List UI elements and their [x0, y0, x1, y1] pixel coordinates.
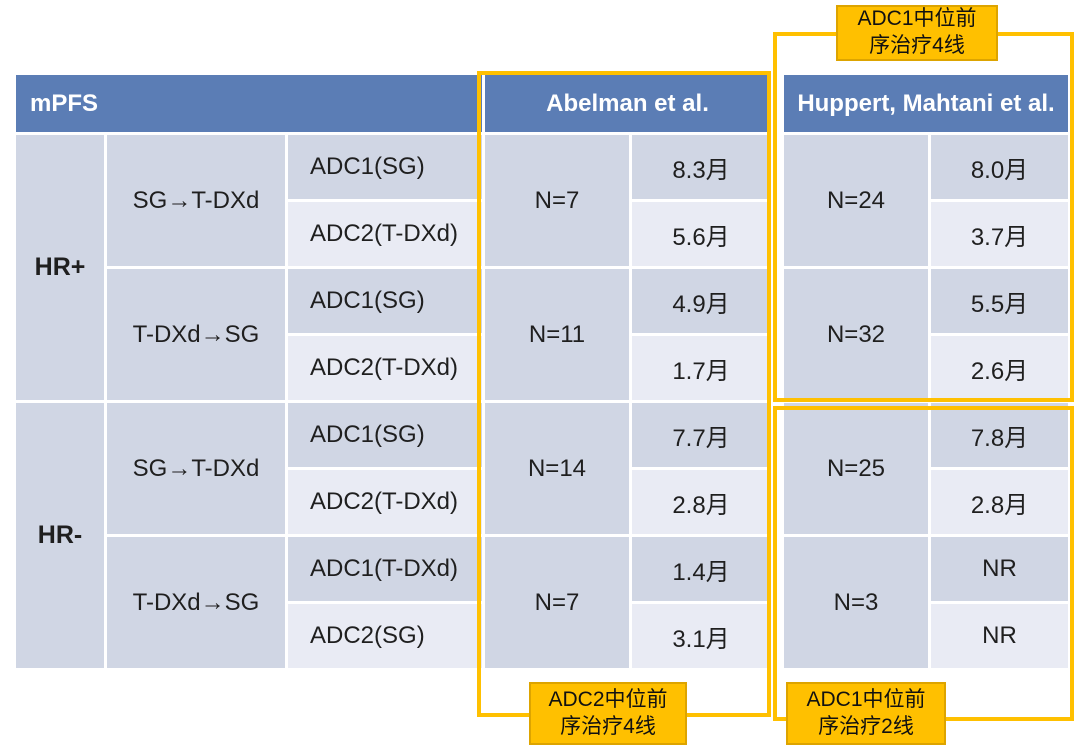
huppert-mpfs-cell: 3.7月: [931, 202, 1068, 266]
abelman-mpfs-cell: 4.9月: [632, 269, 770, 333]
annotation-bottom-right: ADC1中位前 序治疗2线: [786, 682, 946, 745]
row-header-hr-positive: HR+: [16, 135, 104, 400]
column-header-abelman: Abelman et al.: [485, 75, 770, 132]
adc-cell: ADC1(T-DXd): [288, 537, 482, 601]
adc-cell: ADC1(SG): [288, 269, 482, 333]
adc-cell: ADC1(SG): [288, 403, 482, 467]
adc-cell: ADC2(T-DXd): [288, 336, 482, 400]
abelman-mpfs-cell: 7.7月: [632, 403, 770, 467]
abelman-n-cell: N=7: [485, 537, 629, 668]
annotation-bottom-left-line2: 序治疗4线: [560, 714, 656, 738]
annotation-bottom-right-line2: 序治疗2线: [818, 714, 914, 738]
annotation-top-line1: ADC1中位前: [857, 7, 977, 31]
table-corner-header: mPFS: [16, 75, 482, 132]
abelman-mpfs-cell: 1.7月: [632, 336, 770, 400]
huppert-mpfs-cell: 8.0月: [931, 135, 1068, 199]
sequence-cell: SG→T-DXd: [107, 135, 285, 266]
huppert-n-cell: N=25: [784, 403, 928, 534]
mpfs-table: mPFS Abelman et al. Huppert, Mahtani et …: [16, 75, 1068, 668]
huppert-mpfs-cell: NR: [931, 604, 1068, 668]
huppert-mpfs-cell: 2.6月: [931, 336, 1068, 400]
abelman-n-cell: N=7: [485, 135, 629, 266]
abelman-mpfs-cell: 1.4月: [632, 537, 770, 601]
row-header-hr-negative: HR-: [16, 403, 104, 668]
huppert-mpfs-cell: NR: [931, 537, 1068, 601]
abelman-mpfs-cell: 8.3月: [632, 135, 770, 199]
huppert-mpfs-cell: 5.5月: [931, 269, 1068, 333]
annotation-top-line2: 序治疗4线: [869, 34, 965, 57]
huppert-mpfs-cell: 7.8月: [931, 403, 1068, 467]
sequence-cell: T-DXd→SG: [107, 537, 285, 668]
sequence-cell: SG→T-DXd: [107, 403, 285, 534]
adc-cell: ADC2(T-DXd): [288, 202, 482, 266]
column-header-huppert: Huppert, Mahtani et al.: [784, 75, 1068, 132]
abelman-n-cell: N=14: [485, 403, 629, 534]
annotation-top: ADC1中位前 序治疗4线: [836, 5, 998, 61]
adc-cell: ADC2(T-DXd): [288, 470, 482, 534]
huppert-n-cell: N=3: [784, 537, 928, 668]
annotation-bottom-left-line1: ADC2中位前: [548, 687, 668, 711]
annotation-bottom-right-line1: ADC1中位前: [806, 687, 926, 711]
sequence-cell: T-DXd→SG: [107, 269, 285, 400]
huppert-n-cell: N=32: [784, 269, 928, 400]
huppert-mpfs-cell: 2.8月: [931, 470, 1068, 534]
abelman-n-cell: N=11: [485, 269, 629, 400]
abelman-mpfs-cell: 2.8月: [632, 470, 770, 534]
annotation-bottom-left: ADC2中位前 序治疗4线: [529, 682, 687, 745]
abelman-mpfs-cell: 5.6月: [632, 202, 770, 266]
abelman-mpfs-cell: 3.1月: [632, 604, 770, 668]
huppert-n-cell: N=24: [784, 135, 928, 266]
adc-cell: ADC1(SG): [288, 135, 482, 199]
adc-cell: ADC2(SG): [288, 604, 482, 668]
